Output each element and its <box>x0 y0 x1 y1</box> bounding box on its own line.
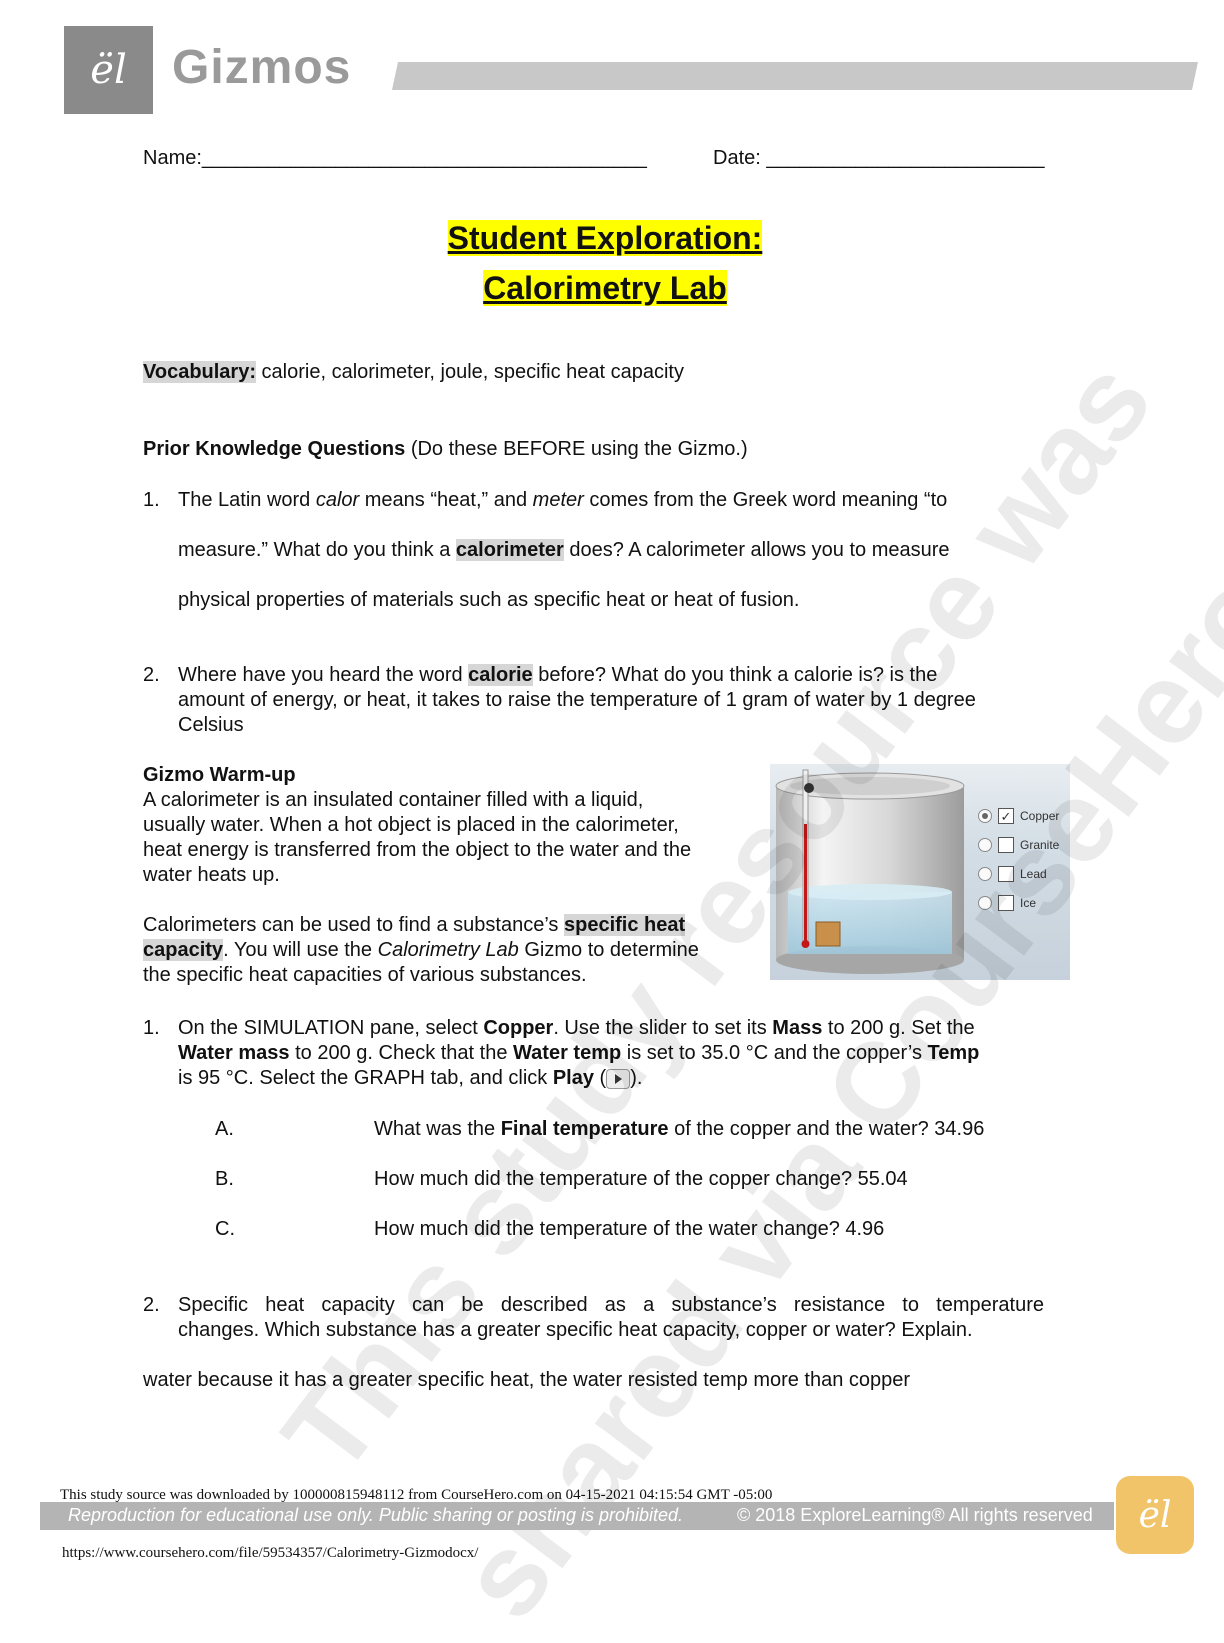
step1-line-3: is 95 °C. Select the GRAPH tab, and clic… <box>178 1067 643 1089</box>
date-field: Date: _________________________ <box>713 146 1044 171</box>
warmup-p1-line-4: water heats up. <box>143 864 280 886</box>
warmup-p1-line-1: A calorimeter is an insulated container … <box>143 789 644 811</box>
q1-line-3: physical properties of materials such as… <box>178 589 800 611</box>
checkbox-copper[interactable]: ✓ <box>998 808 1014 824</box>
title-line-2: Calorimetry Lab <box>483 270 727 306</box>
prior-heading: Prior Knowledge Questions (Do these BEFO… <box>143 438 748 460</box>
q2-number: 2. <box>143 664 160 686</box>
explorelearning-logo: ël <box>1116 1476 1194 1554</box>
radio-granite[interactable] <box>978 838 992 852</box>
footer-copyright: © 2018 ExploreLearning® All rights reser… <box>737 1505 1093 1525</box>
q2-line-1: Where have you heard the word calorie be… <box>178 664 938 686</box>
brand-title: Gizmos <box>172 41 352 94</box>
radio-ice[interactable] <box>978 896 992 910</box>
option-label-copper: Copper <box>1020 809 1060 823</box>
step2-answer: water because it has a greater specific … <box>143 1369 911 1391</box>
calorimeter-illustration <box>775 769 965 974</box>
step1-number: 1. <box>143 1017 160 1039</box>
q2-line-2: amount of energy, or heat, it takes to r… <box>178 689 976 711</box>
step2-line-2: changes. Which substance has a greater s… <box>178 1319 973 1341</box>
step2-number: 2. <box>143 1294 160 1316</box>
footer-bar <box>40 1502 1114 1530</box>
question-a-label: A. <box>215 1118 234 1140</box>
radio-copper[interactable] <box>978 809 992 823</box>
warmup-p1-line-3: heat energy is transferred from the obje… <box>143 839 692 861</box>
option-ice[interactable]: Ice <box>978 895 1036 911</box>
warmup-heading: Gizmo Warm-up <box>143 764 296 786</box>
option-label-lead: Lead <box>1020 867 1047 881</box>
radio-lead[interactable] <box>978 867 992 881</box>
date-blank: _________________________ <box>766 147 1045 169</box>
option-lead[interactable]: Lead <box>978 866 1047 882</box>
q2-line-3: Celsius <box>178 714 244 736</box>
option-copper[interactable]: ✓ Copper <box>978 808 1059 824</box>
option-granite[interactable]: Granite <box>978 837 1059 853</box>
option-label-granite: Granite <box>1020 838 1060 852</box>
question-c-text: How much did the temperature of the wate… <box>374 1218 885 1240</box>
q1-line-1: The Latin word calor means “heat,” and m… <box>178 489 948 511</box>
footer-notice: Reproduction for educational use only. P… <box>68 1505 684 1525</box>
footer-url[interactable]: https://www.coursehero.com/file/59534357… <box>62 1545 479 1561</box>
header-bar <box>392 62 1198 90</box>
name-blank: ________________________________________ <box>201 147 647 169</box>
calorimeter-simulation-image: ✓ Copper Granite Lead Ice <box>770 764 1070 980</box>
name-field: Name:___________________________________… <box>143 146 647 171</box>
download-source-note: This study source was downloaded by 1000… <box>60 1487 773 1503</box>
checkbox-lead[interactable] <box>998 866 1014 882</box>
step2-line-1: Specific heat capacity can be described … <box>178 1294 1044 1316</box>
gizmos-logo: ël <box>64 26 153 114</box>
q1-line-2: measure.” What do you think a calorimete… <box>178 539 950 561</box>
title-line-1: Student Exploration: <box>447 220 763 256</box>
play-icon <box>606 1068 631 1089</box>
checkbox-granite[interactable] <box>998 837 1014 853</box>
warmup-p2-line-3: the specific heat capacities of various … <box>143 964 587 986</box>
step1-line-1: On the SIMULATION pane, select Copper. U… <box>178 1017 975 1039</box>
vocabulary: Vocabulary: calorie, calorimeter, joule,… <box>143 360 684 385</box>
question-b-text: How much did the temperature of the copp… <box>374 1168 908 1190</box>
question-c-label: C. <box>215 1218 235 1240</box>
warmup-p2-line-2: capacity. You will use the Calorimetry L… <box>143 939 699 961</box>
vocabulary-terms: calorie, calorimeter, joule, specific he… <box>256 361 684 383</box>
vocabulary-label: Vocabulary: <box>143 361 256 383</box>
q1-number: 1. <box>143 489 160 511</box>
warmup-p1-line-2: usually water. When a hot object is plac… <box>143 814 679 836</box>
question-a-text: What was the Final temperature of the co… <box>374 1118 985 1140</box>
warmup-p2-line-1: Calorimeters can be used to find a subst… <box>143 914 686 936</box>
option-label-ice: Ice <box>1020 896 1037 910</box>
question-b-label: B. <box>215 1168 234 1190</box>
date-label: Date: <box>713 147 761 169</box>
checkbox-ice[interactable] <box>998 895 1014 911</box>
step1-line-2: Water mass to 200 g. Check that the Wate… <box>178 1042 980 1064</box>
name-label: Name: <box>143 147 202 169</box>
